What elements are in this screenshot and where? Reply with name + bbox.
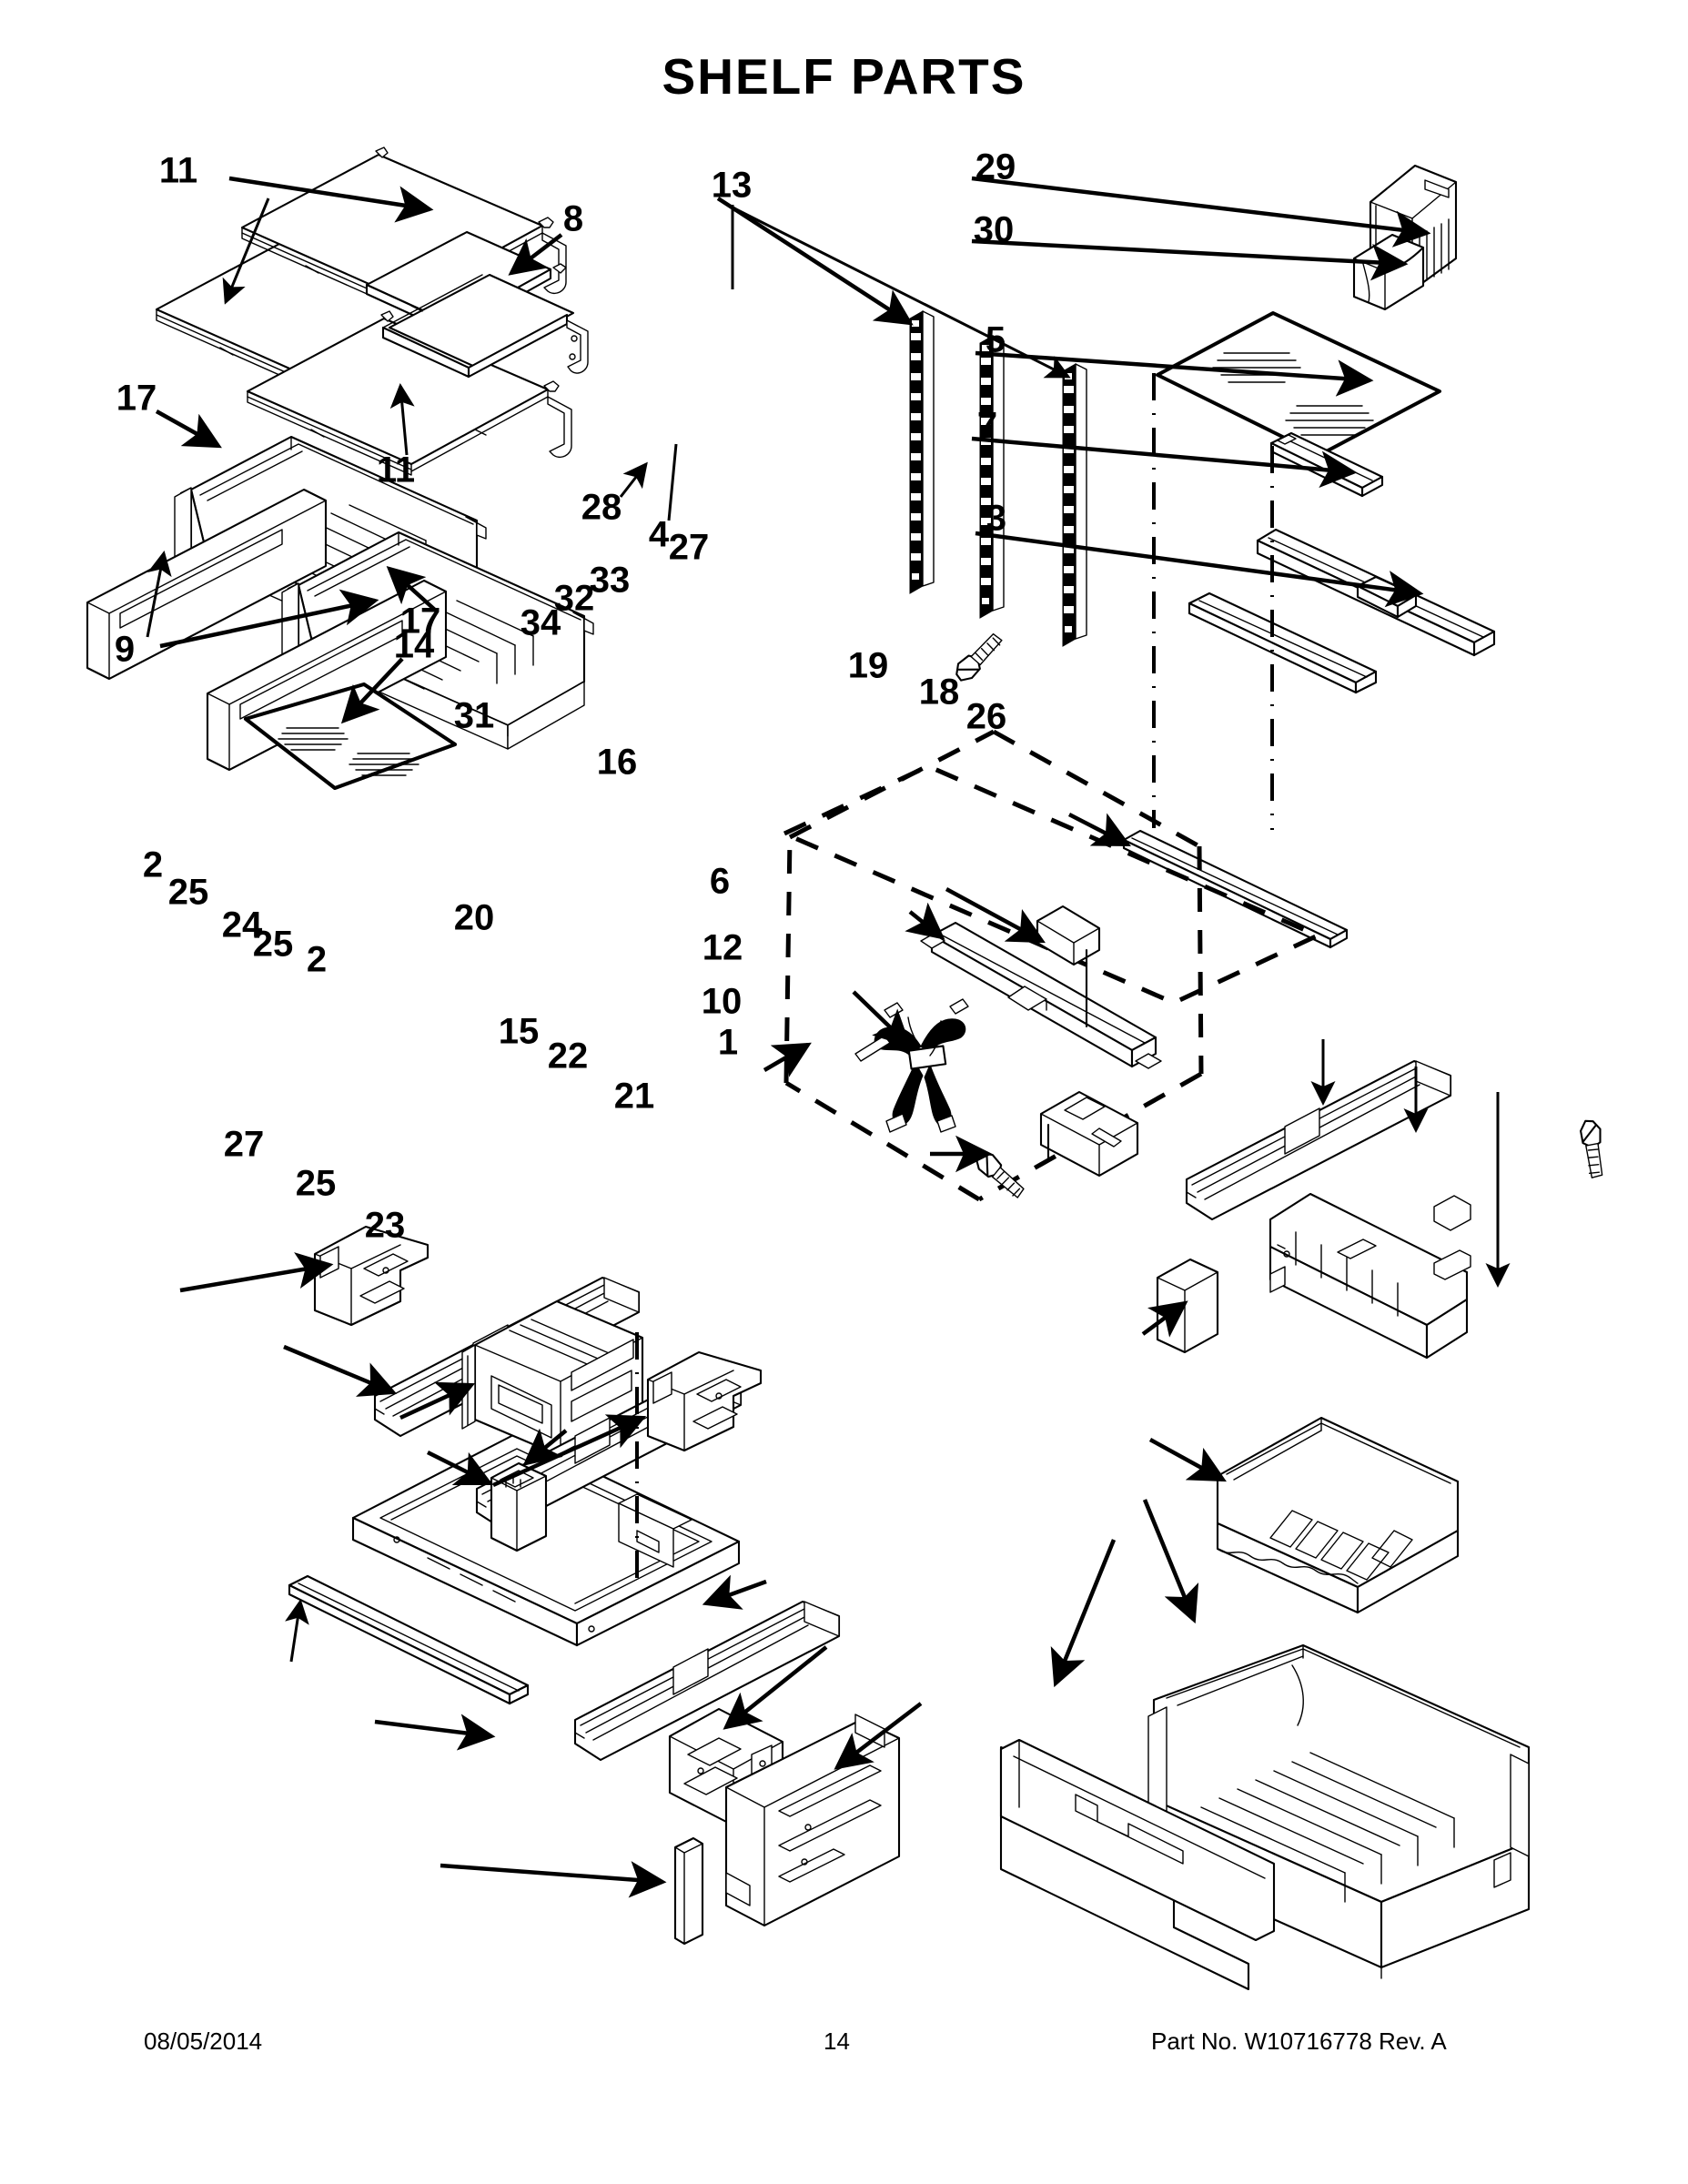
callout-label-23: 23 [365, 1206, 406, 1246]
callout-label-7: 7 [977, 406, 997, 446]
callout-label-25c: 25 [296, 1164, 337, 1204]
callout-label-33: 33 [590, 561, 631, 601]
freezer-basket-10 [1147, 1643, 1531, 1979]
callout-label-27: 27 [669, 528, 710, 568]
callout-label-20: 20 [454, 898, 495, 938]
callout-label-17b: 17 [400, 602, 441, 642]
callout-label-28: 28 [581, 488, 622, 528]
drawer-slide-bracket-18 [1269, 1192, 1471, 1360]
footer-date: 08/05/2014 [144, 2027, 263, 2055]
callout-label-2b: 2 [307, 940, 327, 980]
storage-bin-12 [1216, 1416, 1460, 1614]
drawer-front-panel-1 [999, 1738, 1276, 1991]
callout-label-12: 12 [702, 928, 743, 968]
ladder-rail-left [909, 310, 935, 594]
led-light-bar-32 [920, 921, 1162, 1069]
callout-label-3: 3 [986, 499, 1006, 539]
rail-support-bracket-21 [724, 1714, 901, 1927]
callout-label-6: 6 [710, 862, 730, 902]
ladder-rail-middle [979, 335, 1005, 619]
shelf-frame-support-3 [1188, 528, 1496, 694]
callout-label-30: 30 [974, 210, 1015, 250]
callout-label-32: 32 [554, 579, 595, 619]
shelf-trim-rail-27-upper [1122, 829, 1349, 949]
callout-label-4: 4 [649, 515, 670, 555]
callout-label-26: 26 [966, 697, 1007, 737]
callout-label-17: 17 [116, 379, 157, 419]
callout-label-5: 5 [986, 320, 1006, 360]
callout-label-24: 24 [222, 905, 263, 945]
ladder-rail-right [1062, 363, 1087, 647]
footer-page-number: 14 [824, 2027, 850, 2055]
callout-label-8: 8 [563, 199, 583, 239]
callout-label-18: 18 [919, 672, 960, 713]
footer-part-number: Part No. W10716778 Rev. A [1151, 2027, 1447, 2055]
slide-stop-block-20 [490, 1461, 548, 1552]
spacer-block-6 [1156, 1258, 1219, 1354]
callout-label-22: 22 [548, 1036, 589, 1077]
callout-label-16: 16 [597, 743, 638, 783]
callout-label-15: 15 [499, 1012, 540, 1052]
callout-label-19: 19 [848, 646, 889, 686]
leader-lines [146, 176, 1511, 1898]
damper-cover-30 [1352, 233, 1425, 311]
callout-label-27b: 27 [224, 1125, 265, 1165]
callout-label-13: 13 [712, 166, 753, 206]
glass-shelf-panel-5 [1156, 311, 1441, 457]
callout-label-10: 10 [702, 982, 743, 1022]
callout-label-14: 14 [394, 626, 435, 666]
light-connector [1039, 1090, 1139, 1178]
callout-label-29: 29 [975, 147, 1016, 187]
drawer-slide-rail-19 [1185, 1059, 1452, 1221]
glass-shelf-panel-14 [244, 682, 457, 790]
callout-label-11: 11 [159, 151, 197, 191]
slide-center-assembly-24 [461, 1299, 644, 1458]
shelf-trim-rail-27-lower [288, 1574, 530, 1705]
callout-label-1: 1 [718, 1023, 738, 1063]
callout-label-9: 9 [115, 630, 135, 670]
screw-26 [1568, 1117, 1617, 1182]
retainer-strip-23 [673, 1836, 704, 1946]
callout-label-2: 2 [143, 845, 163, 885]
callout-label-25: 25 [168, 873, 209, 913]
callout-label-11b: 11 [377, 450, 415, 490]
wire-harness-34 [854, 998, 969, 1133]
callout-label-31: 31 [454, 696, 495, 736]
slide-end-bracket-2b [646, 1350, 763, 1452]
callout-label-25b: 25 [253, 925, 294, 965]
callout-label-21: 21 [614, 1077, 655, 1117]
light-cover-33 [1036, 905, 1101, 1028]
callout-label-34: 34 [521, 603, 561, 643]
shelf-group-8 [365, 230, 589, 379]
page-title: SHELF PARTS [662, 48, 1026, 105]
